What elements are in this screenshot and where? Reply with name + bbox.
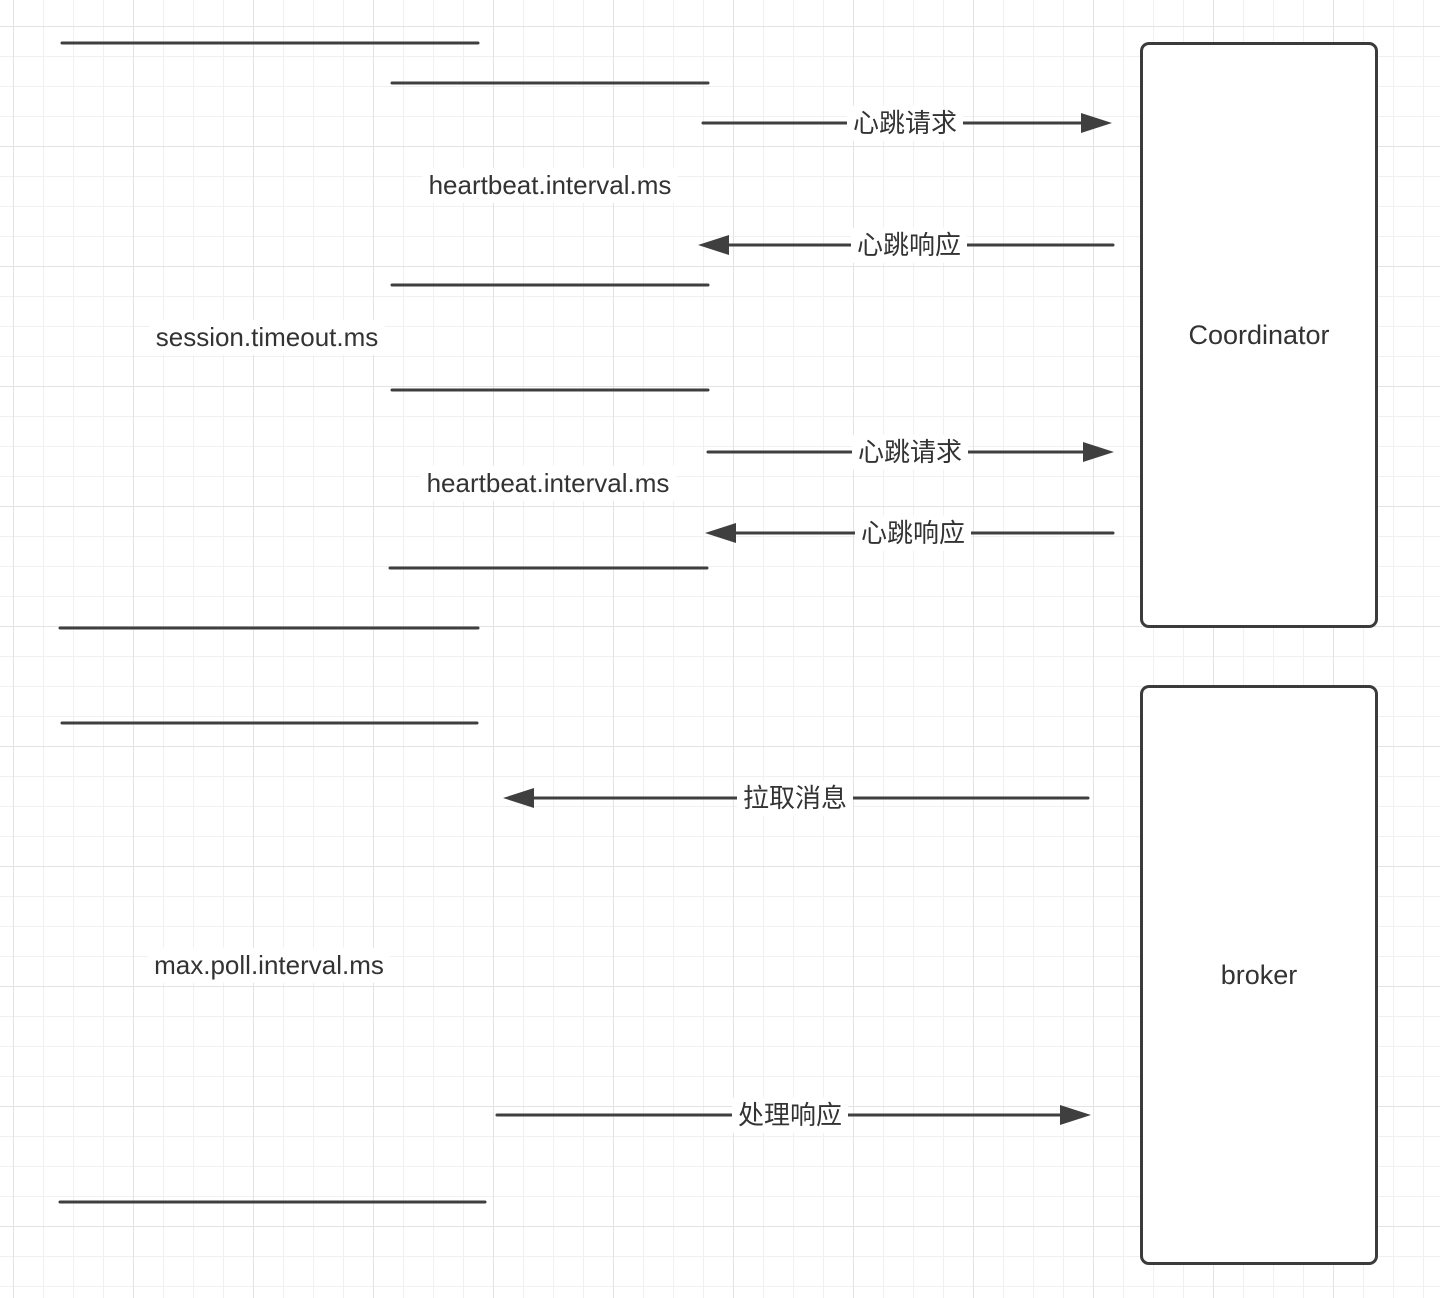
label-heartbeat-interval-top[interactable]: heartbeat.interval.ms	[422, 167, 678, 203]
arrowhead-left-icon	[698, 235, 729, 255]
node-broker[interactable]: broker	[1140, 685, 1378, 1265]
node-broker-label: broker	[1220, 959, 1298, 990]
node-coordinator-label: Coordinator	[1188, 319, 1330, 350]
label-max-poll-interval[interactable]: max.poll.interval.ms	[148, 947, 390, 983]
arrow-label-heartbeat-response-1[interactable]: 心跳响应	[850, 227, 968, 263]
arrowhead-right-icon	[1060, 1105, 1091, 1125]
arrowhead-right-icon	[1083, 442, 1114, 462]
label-session-timeout[interactable]: session.timeout.ms	[149, 319, 385, 355]
arrow-label-heartbeat-response-2[interactable]: 心跳响应	[854, 515, 972, 551]
arrowhead-left-icon	[705, 523, 736, 543]
arrow-label-heartbeat-request-2[interactable]: 心跳请求	[851, 434, 969, 470]
arrow-label-process-response[interactable]: 处理响应	[731, 1097, 849, 1133]
arrow-label-pull-messages[interactable]: 拉取消息	[736, 780, 854, 816]
label-heartbeat-interval-bottom[interactable]: heartbeat.interval.ms	[420, 465, 676, 501]
arrowhead-left-icon	[503, 788, 534, 808]
arrow-label-heartbeat-request-1[interactable]: 心跳请求	[846, 105, 964, 141]
arrowhead-right-icon	[1081, 113, 1112, 133]
node-coordinator[interactable]: Coordinator	[1140, 42, 1378, 628]
